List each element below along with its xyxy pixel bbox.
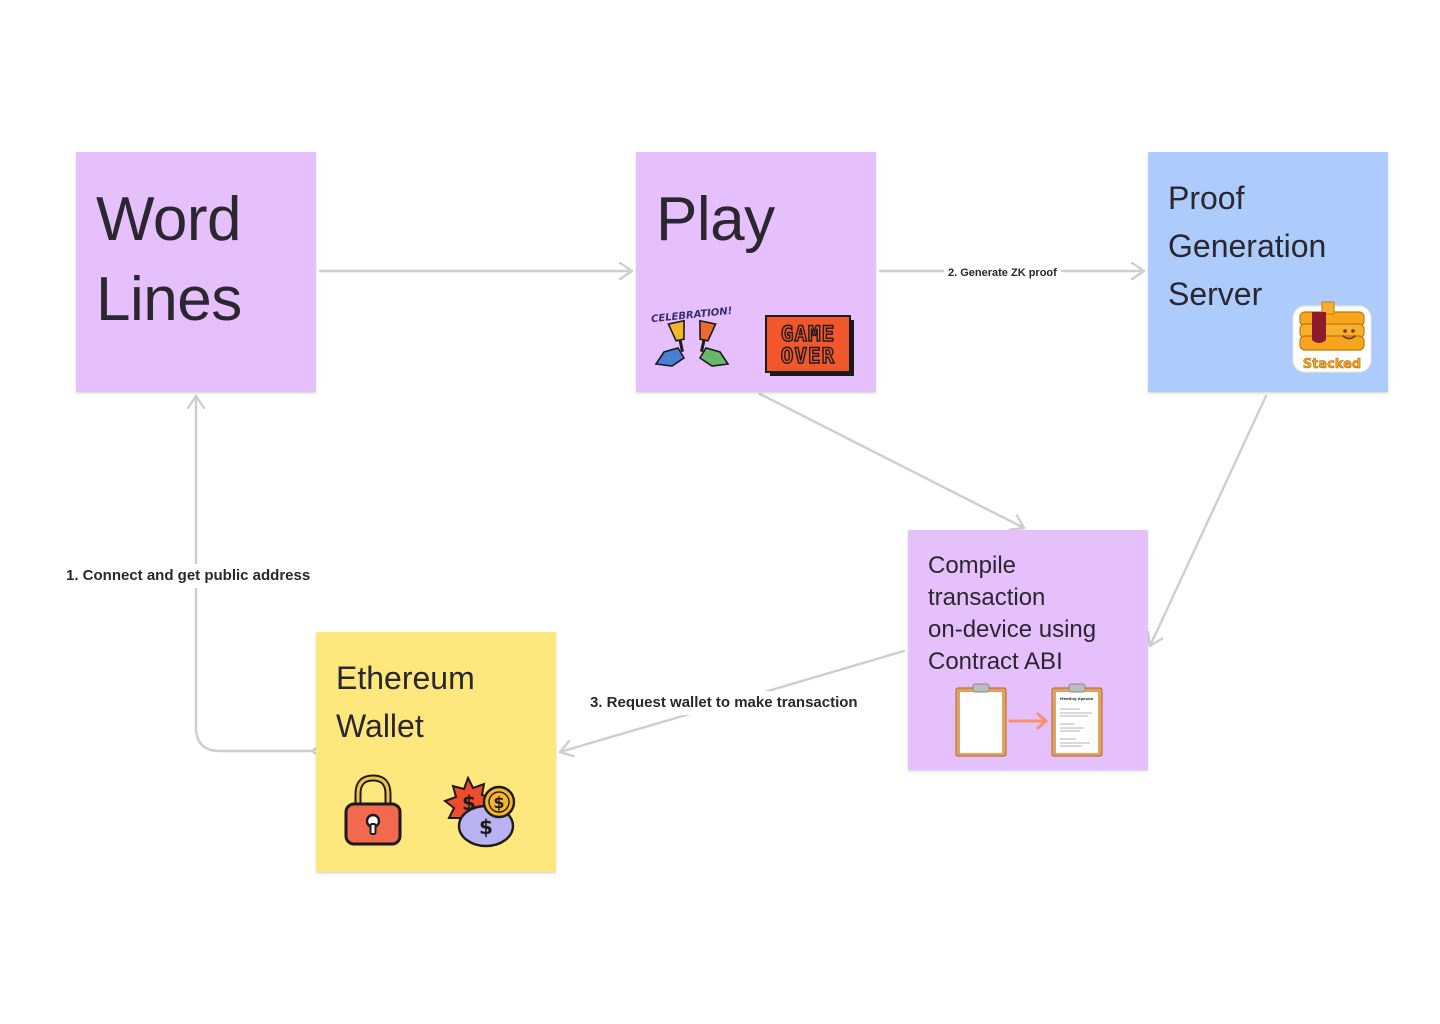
celebration-text: CELEBRATION! [651,306,733,325]
connector-wallet-to-wordlines [196,394,312,751]
blank-clipboard-icon [955,683,1007,757]
game-over-line1: GAME [781,322,836,346]
clipboard-heading: Meeting Agenda [1060,697,1094,701]
connector-proof-server-to-compile [1150,394,1268,648]
edge-label-connect-wallet: 1. Connect and get public address [60,564,317,588]
celebration-toast-icon: CELEBRATION! [650,304,734,370]
dollar-coins-icon: $ $ $ [440,776,524,850]
connector-play-to-compile [758,392,1026,528]
edge-label-generate-proof: 2. Generate ZK proof [944,263,1061,283]
filled-clipboard-icon: Meeting Agenda [1051,683,1103,757]
coin-symbol-3: $ [493,793,504,812]
padlock-icon [342,774,404,848]
edge-label-request-wallet: 3. Request wallet to make transaction [584,691,864,715]
node-play-title: Play [656,185,775,254]
node-compile-transaction[interactable]: Compile transaction on-device using Cont… [908,530,1148,770]
node-word-lines[interactable]: Word Lines [76,152,316,392]
node-compile-title: Compile transaction on-device using Cont… [928,552,1097,675]
stacked-text: Stacked [1303,357,1361,372]
clipboard-transform-illustration: Meeting Agenda [954,683,1106,761]
game-over-icon: GAME OVER [764,314,856,378]
game-over-line2: OVER [781,344,836,368]
node-word-lines-title: Word Lines [96,185,242,334]
stacked-waffle-icon: Stacked [1290,300,1374,376]
node-wallet-title: Ethereum Wallet [336,660,475,744]
arrow-right-icon [1008,712,1048,730]
coin-symbol-2: $ [479,815,493,839]
node-proof-server-title: Proof Generation Server [1168,180,1327,312]
